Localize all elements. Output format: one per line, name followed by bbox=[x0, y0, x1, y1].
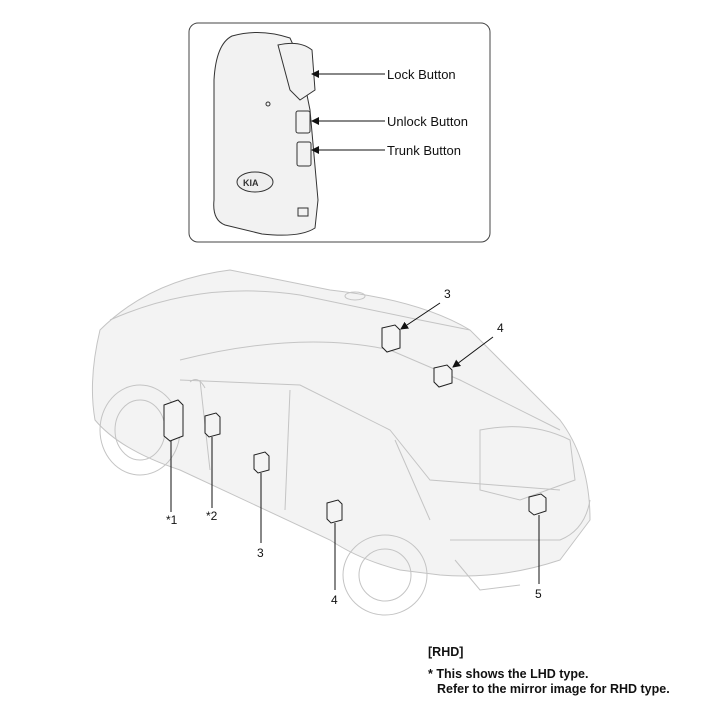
callout-5: 5 bbox=[535, 587, 542, 601]
callout-4-roof: 4 bbox=[497, 321, 504, 335]
lock-button-label: Lock Button bbox=[387, 67, 456, 82]
smart-key-panel: KIA Lock Button Unlock Button Trunk Butt… bbox=[188, 22, 491, 243]
component-4-door: 4 bbox=[326, 499, 343, 607]
component-3-door: 3 bbox=[253, 451, 270, 560]
trunk-button-label: Trunk Button bbox=[387, 143, 461, 158]
trunk-button-icon bbox=[296, 141, 312, 167]
component-3-roof: 3 bbox=[381, 287, 451, 353]
unlock-button-icon bbox=[295, 110, 311, 134]
rhd-heading: [RHD] bbox=[428, 645, 464, 659]
note-line-2: Refer to the mirror image for RHD type. bbox=[437, 682, 670, 696]
callout-4-door: 4 bbox=[331, 593, 338, 607]
smart-key-icon: KIA bbox=[213, 32, 319, 236]
component-1: *1 bbox=[163, 399, 184, 527]
callout-2: *2 bbox=[206, 509, 218, 523]
unlock-button-label: Unlock Button bbox=[387, 114, 468, 129]
kia-logo bbox=[236, 171, 274, 193]
component-4-roof: 4 bbox=[433, 321, 504, 388]
svg-text:KIA: KIA bbox=[243, 178, 259, 188]
car-illustration bbox=[91, 269, 591, 616]
callout-1: *1 bbox=[166, 513, 178, 527]
component-2: *2 bbox=[204, 412, 221, 523]
callout-3-roof: 3 bbox=[444, 287, 451, 301]
callout-3-door: 3 bbox=[257, 546, 264, 560]
note-line-1: * This shows the LHD type. bbox=[428, 667, 589, 681]
component-5-trunk: 5 bbox=[528, 493, 547, 601]
